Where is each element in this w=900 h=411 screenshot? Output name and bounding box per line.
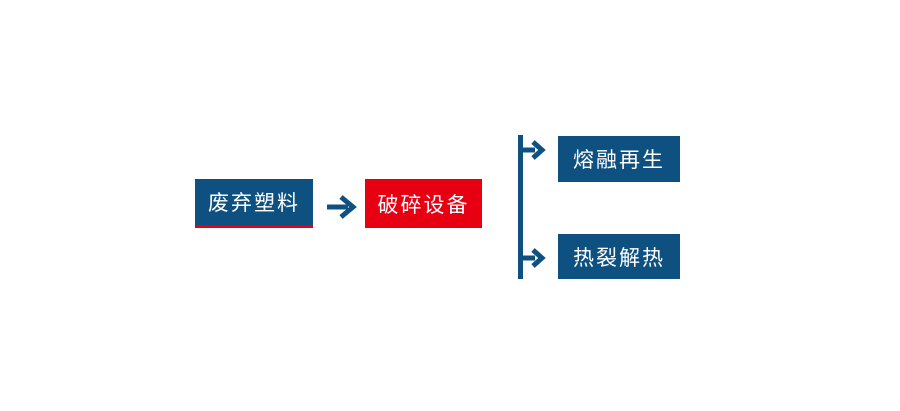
node-melt-regeneration-label: 熔融再生: [573, 149, 665, 172]
flow-arrow-right-icon: [327, 195, 357, 219]
node-pyrolysis: 热裂解热: [558, 234, 680, 279]
node-pyrolysis-label: 热裂解热: [573, 246, 665, 270]
node-crushing-equipment: 破碎设备: [365, 179, 482, 228]
branch-top-arrow-head: [531, 140, 546, 160]
branch-connector: [518, 135, 546, 279]
node-crushing-equipment-label: 破碎设备: [377, 193, 470, 217]
arrow-head: [339, 195, 357, 219]
branch-bottom-arrow-head: [531, 248, 546, 268]
node-melt-regeneration: 熔融再生: [558, 136, 680, 182]
node-waste-plastic: 废弃塑料: [195, 179, 313, 228]
node-waste-plastic-label: 废弃塑料: [208, 192, 300, 215]
